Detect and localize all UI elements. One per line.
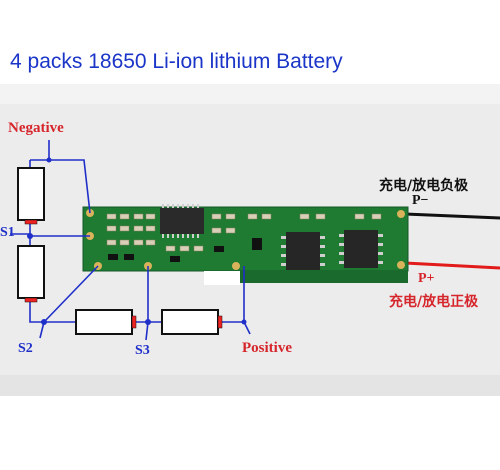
wire-s2 <box>43 265 99 323</box>
smd-dark-components <box>108 238 262 262</box>
pad-b-plus <box>232 262 240 270</box>
p-minus-wire <box>404 212 500 220</box>
photo-top-strip <box>0 84 500 104</box>
battery-cell-3 <box>75 309 137 335</box>
charge-discharge-negative-label: 充电/放电负极 <box>379 178 469 194</box>
wire-cell2-bottom <box>29 298 44 323</box>
p-plus-label: P+ <box>418 271 435 286</box>
mosfet-2 <box>344 230 378 268</box>
wire-s3-pointer <box>145 321 149 341</box>
wiring <box>10 140 251 341</box>
ic-pins <box>162 204 199 238</box>
battery-cell-4 <box>161 309 223 335</box>
positive-label: Positive <box>242 340 292 356</box>
pad-p-minus <box>397 210 405 218</box>
smd-components <box>106 213 382 252</box>
pcb-edge <box>240 271 408 283</box>
s2-label: S2 <box>18 341 33 356</box>
bms-pcb <box>82 204 409 285</box>
mosfet-1 <box>286 232 320 270</box>
battery-cell-1 <box>17 167 45 225</box>
negative-label: Negative <box>8 120 64 136</box>
junction-dots <box>27 157 247 325</box>
battery-cell-2 <box>17 245 45 303</box>
mosfet-pins <box>281 234 383 266</box>
wire-negative <box>48 140 91 214</box>
s3-label: S3 <box>135 343 150 358</box>
p-plus-wire <box>404 261 500 270</box>
photo-bottom-strip <box>0 375 500 396</box>
p-minus-label: P− <box>412 193 429 208</box>
protection-ic <box>160 208 204 234</box>
charge-discharge-positive-label: 充电/放电正极 <box>389 294 479 310</box>
pad-p-plus <box>397 261 405 269</box>
pcb-notch <box>204 271 240 285</box>
page-title: 4 packs 18650 Li-ion lithium Battery <box>10 50 343 73</box>
s1-label: S1 <box>0 225 15 240</box>
